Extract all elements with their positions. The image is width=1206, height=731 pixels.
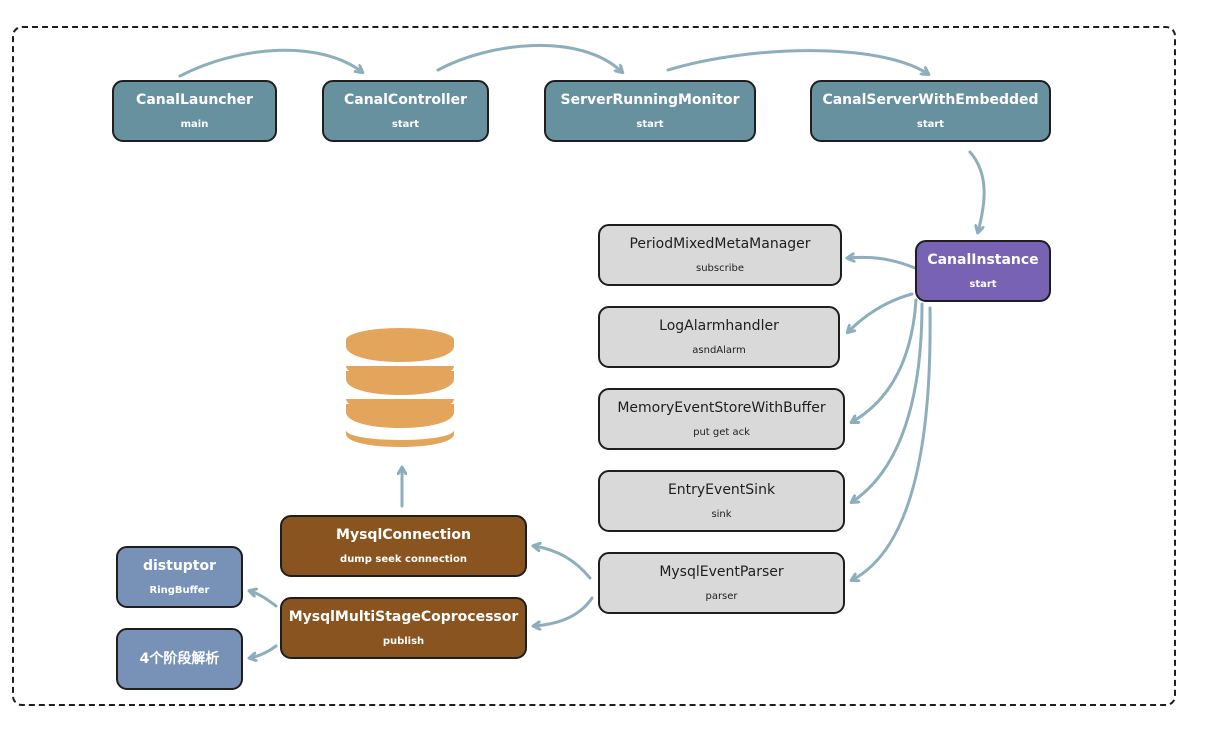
node-mysql-multistage-coprocessor: MysqlMultiStageCoprocessor publish [280,597,527,659]
arrow-parser-to-connection [534,546,592,580]
node-subtitle: start [969,278,997,290]
node-subtitle: parser [705,590,738,602]
node-canal-launcher: CanalLauncher main [112,80,277,142]
node-title: ServerRunningMonitor [560,91,740,108]
node-title: 4个阶段解析 [139,651,220,667]
node-period-mixed-meta-manager: PeriodMixedMetaManager subscribe [598,224,842,286]
arrow-parser-to-multistage [534,596,594,626]
node-canal-server-with-embedded: CanalServerWithEmbedded start [810,80,1051,142]
arrow-instance-to-parser [852,306,932,580]
node-subtitle: publish [382,635,425,647]
node-memory-event-store: MemoryEventStoreWithBuffer put get ack [598,388,845,450]
node-title: MysqlConnection [336,526,471,543]
node-subtitle: RingBuffer [149,584,210,596]
node-subtitle: dump seek connection [340,553,467,565]
arrow-multistage-to-fourstage [250,644,278,658]
arrow-controller-to-monitor [436,43,622,72]
node-four-stage-parse: 4个阶段解析 [116,628,243,690]
node-server-running-monitor: ServerRunningMonitor start [544,80,756,142]
node-log-alarm-handler: LogAlarmhandler asndAlarm [598,306,840,368]
node-title: PeriodMixedMetaManager [629,235,811,252]
arrow-instance-to-sink [852,302,924,502]
node-disruptor: distuptor RingBuffer [116,546,243,608]
node-title: CanalLauncher [136,91,253,108]
arrow-multistage-to-disruptor [250,591,278,608]
arrow-monitor-to-embedded [666,49,928,74]
node-subtitle: start [391,118,420,130]
node-canal-controller: CanalController start [322,80,489,142]
node-title: CanalController [343,91,467,108]
arrow-launcher-to-controller [178,48,362,78]
arrow-instance-to-store [852,298,918,422]
node-canal-instance: CanalInstance start [915,240,1051,302]
arrow-embedded-to-instance [968,150,986,232]
node-title: MysqlMultiStageCoprocessor [288,608,519,625]
node-subtitle: sink [711,508,732,520]
node-mysql-event-parser: MysqlEventParser parser [598,552,845,614]
node-title: MysqlEventParser [659,563,784,580]
node-subtitle: start [916,118,945,130]
node-subtitle: asndAlarm [692,344,746,356]
node-title: CanalServerWithEmbedded [822,91,1039,108]
dashed-boundary [12,26,1176,706]
node-subtitle: put get ack [693,426,750,438]
node-title: CanalInstance [927,251,1039,268]
node-title: EntryEventSink [667,481,776,498]
node-entry-event-sink: EntryEventSink sink [598,470,845,532]
arrow-instance-to-alarm [848,292,914,332]
node-subtitle: main [180,118,209,130]
arrow-instance-to-meta [848,257,917,270]
node-mysql-connection: MysqlConnection dump seek connection [280,515,527,577]
node-subtitle: subscribe [696,262,744,274]
node-title: MemoryEventStoreWithBuffer [617,399,826,416]
node-title: distuptor [142,557,217,574]
node-title: LogAlarmhandler [659,317,779,334]
node-subtitle: start [636,118,664,130]
database-icon [346,328,454,447]
